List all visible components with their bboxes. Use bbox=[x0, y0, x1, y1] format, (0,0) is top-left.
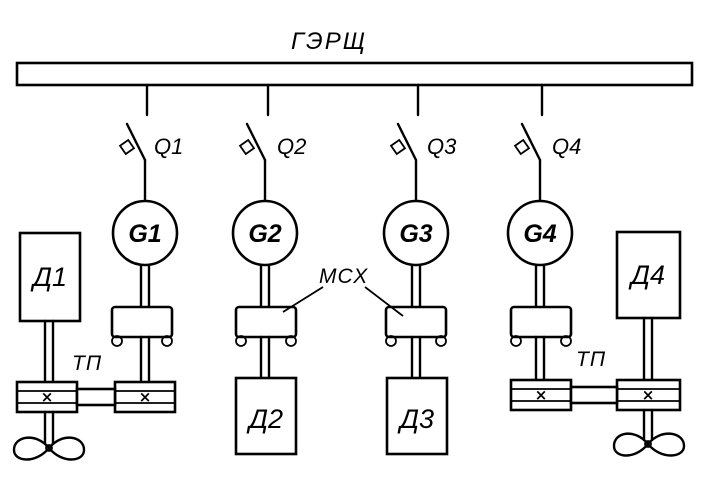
branch-1: Q1 G1 bbox=[110, 83, 183, 384]
switch-q1 bbox=[118, 122, 147, 202]
generator-g3 bbox=[382, 199, 450, 267]
branch-3: Q3 G3 Д3 bbox=[382, 83, 457, 456]
propeller-left-blade-a bbox=[12, 436, 51, 461]
coupling-label: МСХ bbox=[319, 265, 368, 288]
switch-q4-blade bbox=[520, 122, 542, 162]
switch-q2-blade bbox=[245, 122, 267, 162]
engine-d1 bbox=[18, 231, 82, 323]
coupling-1 bbox=[110, 305, 174, 339]
engine-d3-label: Д3 bbox=[397, 404, 434, 434]
gear-mark-1: × bbox=[41, 388, 54, 406]
engine-d2-label: Д2 bbox=[246, 404, 283, 434]
switch-q4 bbox=[513, 122, 542, 202]
engine-d1-label: Д1 bbox=[30, 262, 67, 292]
switch-q1-contact bbox=[118, 138, 136, 156]
generator-g2 bbox=[231, 199, 299, 267]
switch-q1-blade bbox=[125, 122, 147, 162]
gearbox-left-link bbox=[75, 387, 117, 407]
generator-g1 bbox=[111, 199, 179, 267]
gear-mark-4: × bbox=[642, 386, 655, 404]
coupling-annotation: МСХ bbox=[282, 265, 404, 317]
bus-label: ГЭРЩ bbox=[291, 28, 367, 55]
gear-mark-2: × bbox=[139, 388, 152, 406]
gearbox-left-label: ТП bbox=[72, 352, 102, 375]
generator-g3-label: G3 bbox=[399, 220, 432, 248]
generator-g2-label: G2 bbox=[248, 220, 281, 248]
switch-q2-label: Q2 bbox=[277, 134, 306, 159]
switch-q3-label: Q3 bbox=[427, 134, 457, 159]
engine-d4 bbox=[615, 230, 682, 320]
coupling-leader-left bbox=[282, 286, 324, 313]
switch-q4-label: Q4 bbox=[552, 134, 581, 159]
switch-q1-label: Q1 bbox=[154, 134, 183, 159]
switch-q3-contact bbox=[389, 138, 407, 156]
branch-4: Q4 G4 bbox=[506, 83, 581, 382]
propeller-right-blade-a bbox=[612, 432, 650, 457]
coupling-leader-right bbox=[364, 286, 404, 317]
switch-q3 bbox=[389, 122, 418, 202]
left-propulsion: Д1 × × ТП bbox=[12, 231, 177, 461]
coupling-4 bbox=[509, 305, 573, 339]
right-propulsion: Д4 × × ТП bbox=[509, 230, 686, 457]
gear-mark-3: × bbox=[535, 386, 548, 404]
coupling-3 bbox=[384, 305, 448, 339]
switch-q2-contact bbox=[238, 138, 256, 156]
propeller-right-blade-b bbox=[646, 432, 686, 457]
gearbox-right-label: ТП bbox=[576, 348, 606, 371]
generator-g1-label: G1 bbox=[128, 220, 161, 248]
generator-g4-label: G4 bbox=[523, 220, 556, 248]
switch-q3-blade bbox=[396, 122, 418, 162]
branch-2: Q2 G2 Д2 bbox=[231, 83, 306, 456]
propeller-left-hub bbox=[45, 444, 53, 452]
engine-d2 bbox=[234, 376, 298, 456]
switch-q4-contact bbox=[513, 138, 531, 156]
switch-q2 bbox=[238, 122, 267, 202]
engine-d3 bbox=[385, 376, 449, 456]
gearbox-left-gear-g1 bbox=[113, 380, 177, 414]
generator-g4 bbox=[506, 199, 574, 267]
propeller-left-blade-b bbox=[47, 436, 86, 461]
coupling-2 bbox=[234, 305, 298, 339]
propeller-right-hub bbox=[644, 440, 652, 448]
gearbox-right-link bbox=[569, 385, 619, 405]
engine-d4-label: Д4 bbox=[628, 260, 665, 290]
main-switchboard-bus bbox=[15, 61, 694, 87]
